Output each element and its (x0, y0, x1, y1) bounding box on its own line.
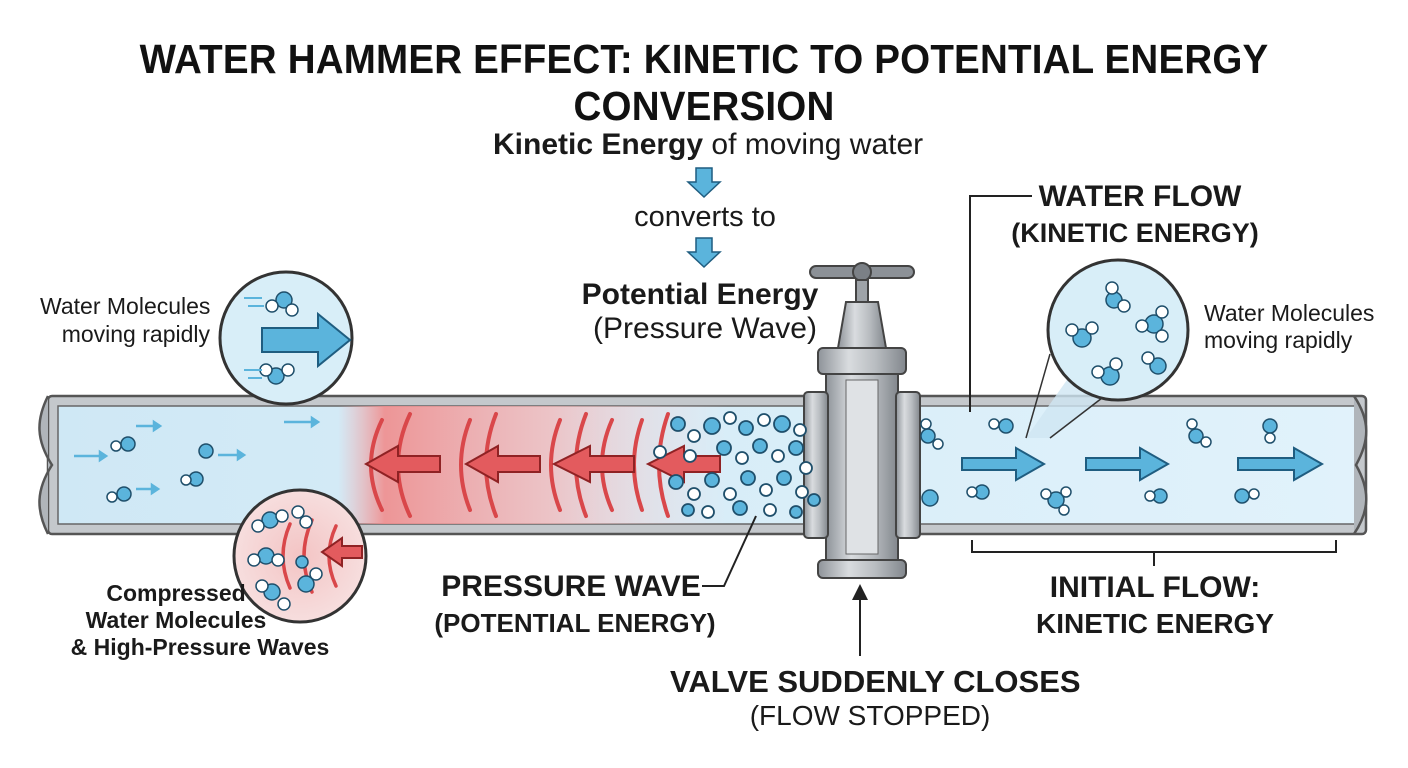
leader-lines (702, 195, 1337, 656)
pressure-wave-label: PRESSURE WAVE (441, 570, 701, 603)
compressed-magnifier (232, 488, 368, 624)
converts-to-label: converts to (634, 201, 776, 233)
pressure-wave-sub-label: (Pressure Wave) (593, 312, 817, 345)
initial-flow-label: INITIAL FLOW: (1049, 571, 1261, 604)
left-callout-line1: Water Molecules (40, 293, 211, 319)
chain-arrow-2 (686, 237, 722, 269)
flow-stopped-label: (FLOW STOPPED) (749, 700, 991, 731)
compressed-callout-line1: Compressed (106, 580, 246, 606)
left-flow-molecules (74, 415, 321, 503)
initial-flow-energy-label: KINETIC ENERGY (1035, 608, 1275, 639)
kinetic-energy-bold: Kinetic Energy (493, 128, 704, 161)
right-flow-molecules (920, 418, 1278, 516)
right-callout-line1: Water Molecules (1204, 300, 1375, 326)
right-magnifier (1025, 258, 1190, 439)
compressed-molecules (653, 411, 821, 519)
pressure-wave-energy-label: (POTENTIAL ENERGY) (434, 608, 716, 638)
valve (803, 262, 921, 579)
kinetic-energy-rest: of moving water (703, 128, 924, 161)
right-callout-line2: moving rapidly (1204, 327, 1353, 353)
kinetic-energy-line: Kinetic Energy of moving water (493, 128, 923, 162)
diagram-title: WATER HAMMER EFFECT: KINETIC TO POTENTIA… (139, 36, 1269, 129)
water-flow-energy-label: (KINETIC ENERGY) (1011, 218, 1259, 248)
right-flow-arrows (961, 446, 1325, 482)
valve-closes-label: VALVE SUDDENLY CLOSES (670, 664, 1081, 699)
compressed-callout-line3: & High-Pressure Waves (70, 634, 330, 660)
chain-arrow-1 (686, 167, 722, 199)
compressed-callout-line2: Water Molecules (85, 607, 267, 633)
water-flow-label: WATER FLOW (1038, 180, 1242, 213)
left-callout-line2: moving rapidly (61, 321, 210, 347)
potential-energy-label: Potential Energy (581, 278, 819, 311)
left-magnifier (218, 270, 354, 406)
